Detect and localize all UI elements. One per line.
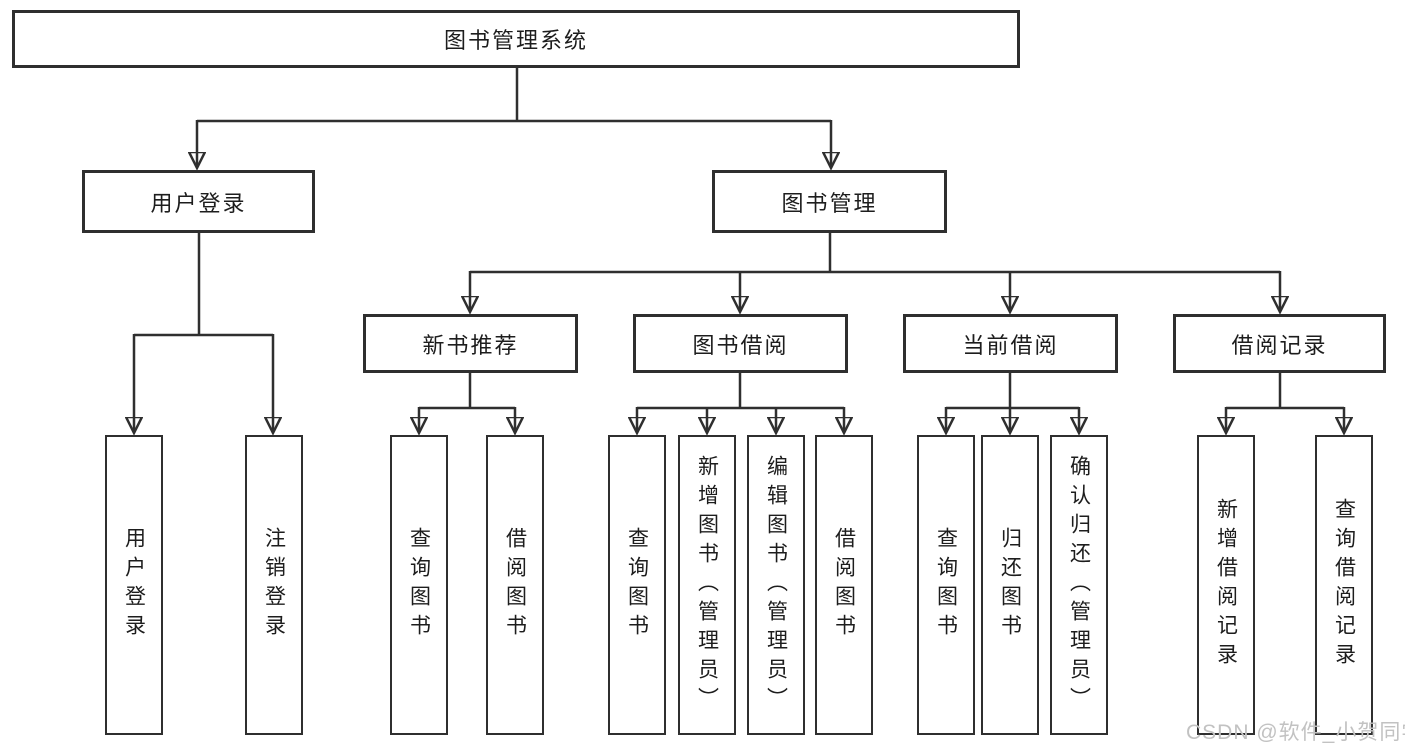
node-book-borrowing: 图书借阅 [633,314,848,373]
node-edit-books-admin: 编辑图书（管理员） [747,435,805,735]
node-add-borrow-record: 新增借阅记录 [1197,435,1255,735]
node-library-management-system: 图书管理系统 [12,10,1020,68]
node-return-books: 归还图书 [981,435,1039,735]
node-add-books-admin: 新增图书（管理员） [678,435,736,735]
node-borrow-books-leaf: 借阅图书 [815,435,873,735]
node-user-login-leaf: 用户登录 [105,435,163,735]
node-logout-leaf: 注销登录 [245,435,303,735]
node-current-borrowing: 当前借阅 [903,314,1118,373]
node-query-borrow-record: 查询借阅记录 [1315,435,1373,735]
node-confirm-return-admin: 确认归还（管理员） [1050,435,1108,735]
node-user-login: 用户登录 [82,170,315,233]
node-query-books-recommend: 查询图书 [390,435,448,735]
node-book-management: 图书管理 [712,170,947,233]
node-query-books-borrow: 查询图书 [608,435,666,735]
node-borrow-books-recommend: 借阅图书 [486,435,544,735]
node-query-books-current: 查询图书 [917,435,975,735]
watermark: CSDN @软件_小贺同学 [1186,721,1405,744]
node-new-book-recommendation: 新书推荐 [363,314,578,373]
node-borrowing-records: 借阅记录 [1173,314,1386,373]
